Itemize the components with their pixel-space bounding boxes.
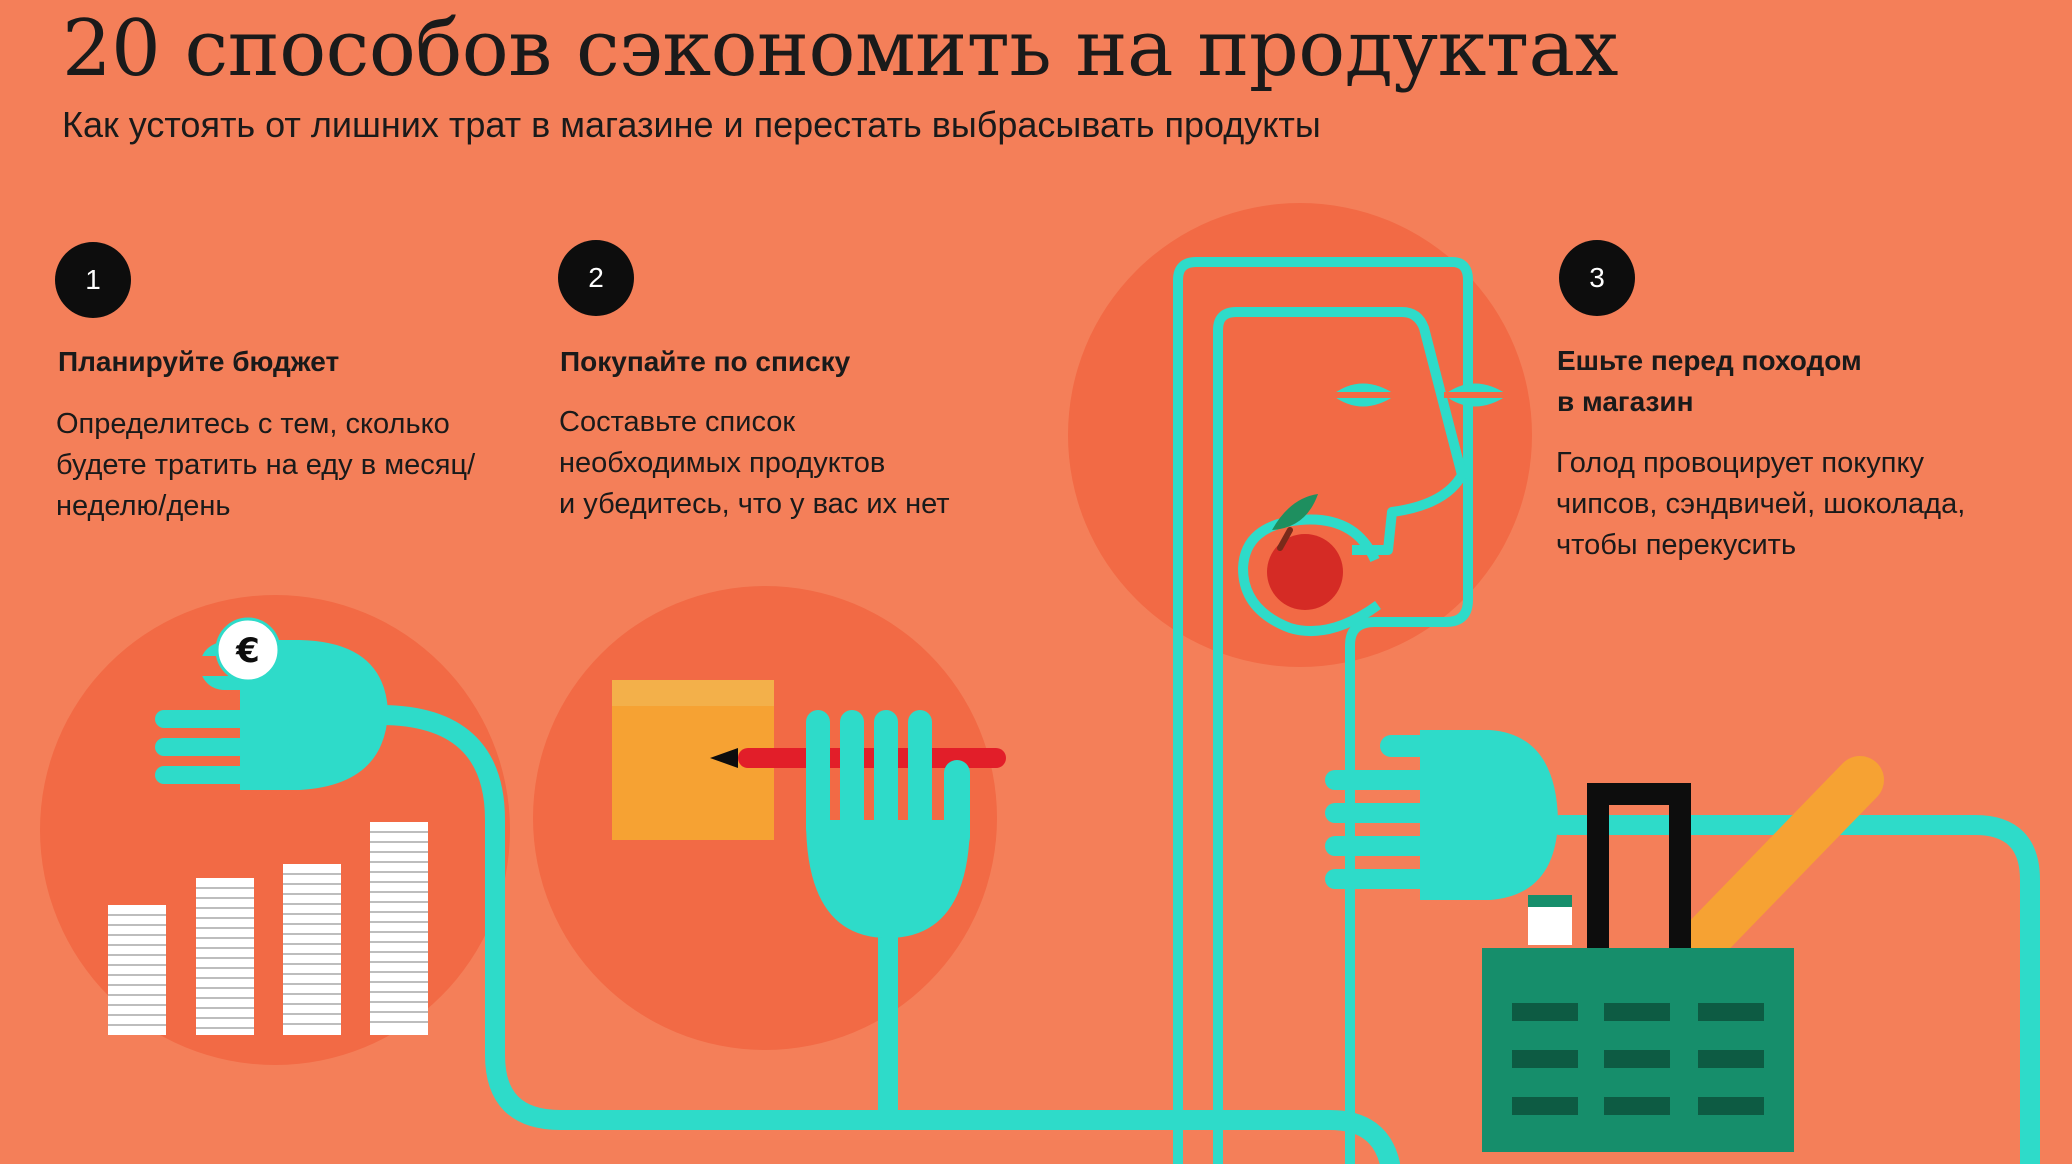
step-2-title: Покупайте по списку <box>560 346 851 377</box>
step-2-number: 2 <box>558 240 634 316</box>
baguette-icon <box>1671 756 1884 974</box>
coin-stack-lines <box>108 831 428 1029</box>
coin-symbol: € <box>235 631 260 671</box>
euro-coin-icon: € <box>215 617 281 683</box>
hand-basket <box>1325 730 1558 900</box>
page-subtitle: Как устоять от лишних трат в магазине и … <box>62 104 1321 145</box>
step-3-number: 3 <box>1559 240 1635 316</box>
step-1-text: Определитесь с тем, сколько будете трати… <box>56 408 476 522</box>
bottle-icon <box>1528 895 1572 945</box>
connector-wires <box>370 705 2040 1164</box>
apple-icon <box>1267 494 1343 610</box>
fork-icon <box>806 710 970 938</box>
step-3-title: Ешьте перед походом в магазин <box>1557 345 1862 417</box>
face-wire <box>1173 257 1473 1164</box>
step-1-title: Планируйте бюджет <box>58 346 340 377</box>
page-title: 20 способов сэкономить на продуктах <box>62 4 1619 94</box>
step-2-text: Составьте список необходимых продуктов и… <box>559 406 950 520</box>
step-1-number: 1 <box>55 242 131 318</box>
coin-stacks <box>108 822 428 1035</box>
step-3-text: Голод провоцирует покупку чипсов, сэндви… <box>1556 447 1966 561</box>
eyes <box>1332 383 1508 407</box>
basket-icon <box>1482 783 1794 1152</box>
pencil-icon <box>710 748 1006 768</box>
